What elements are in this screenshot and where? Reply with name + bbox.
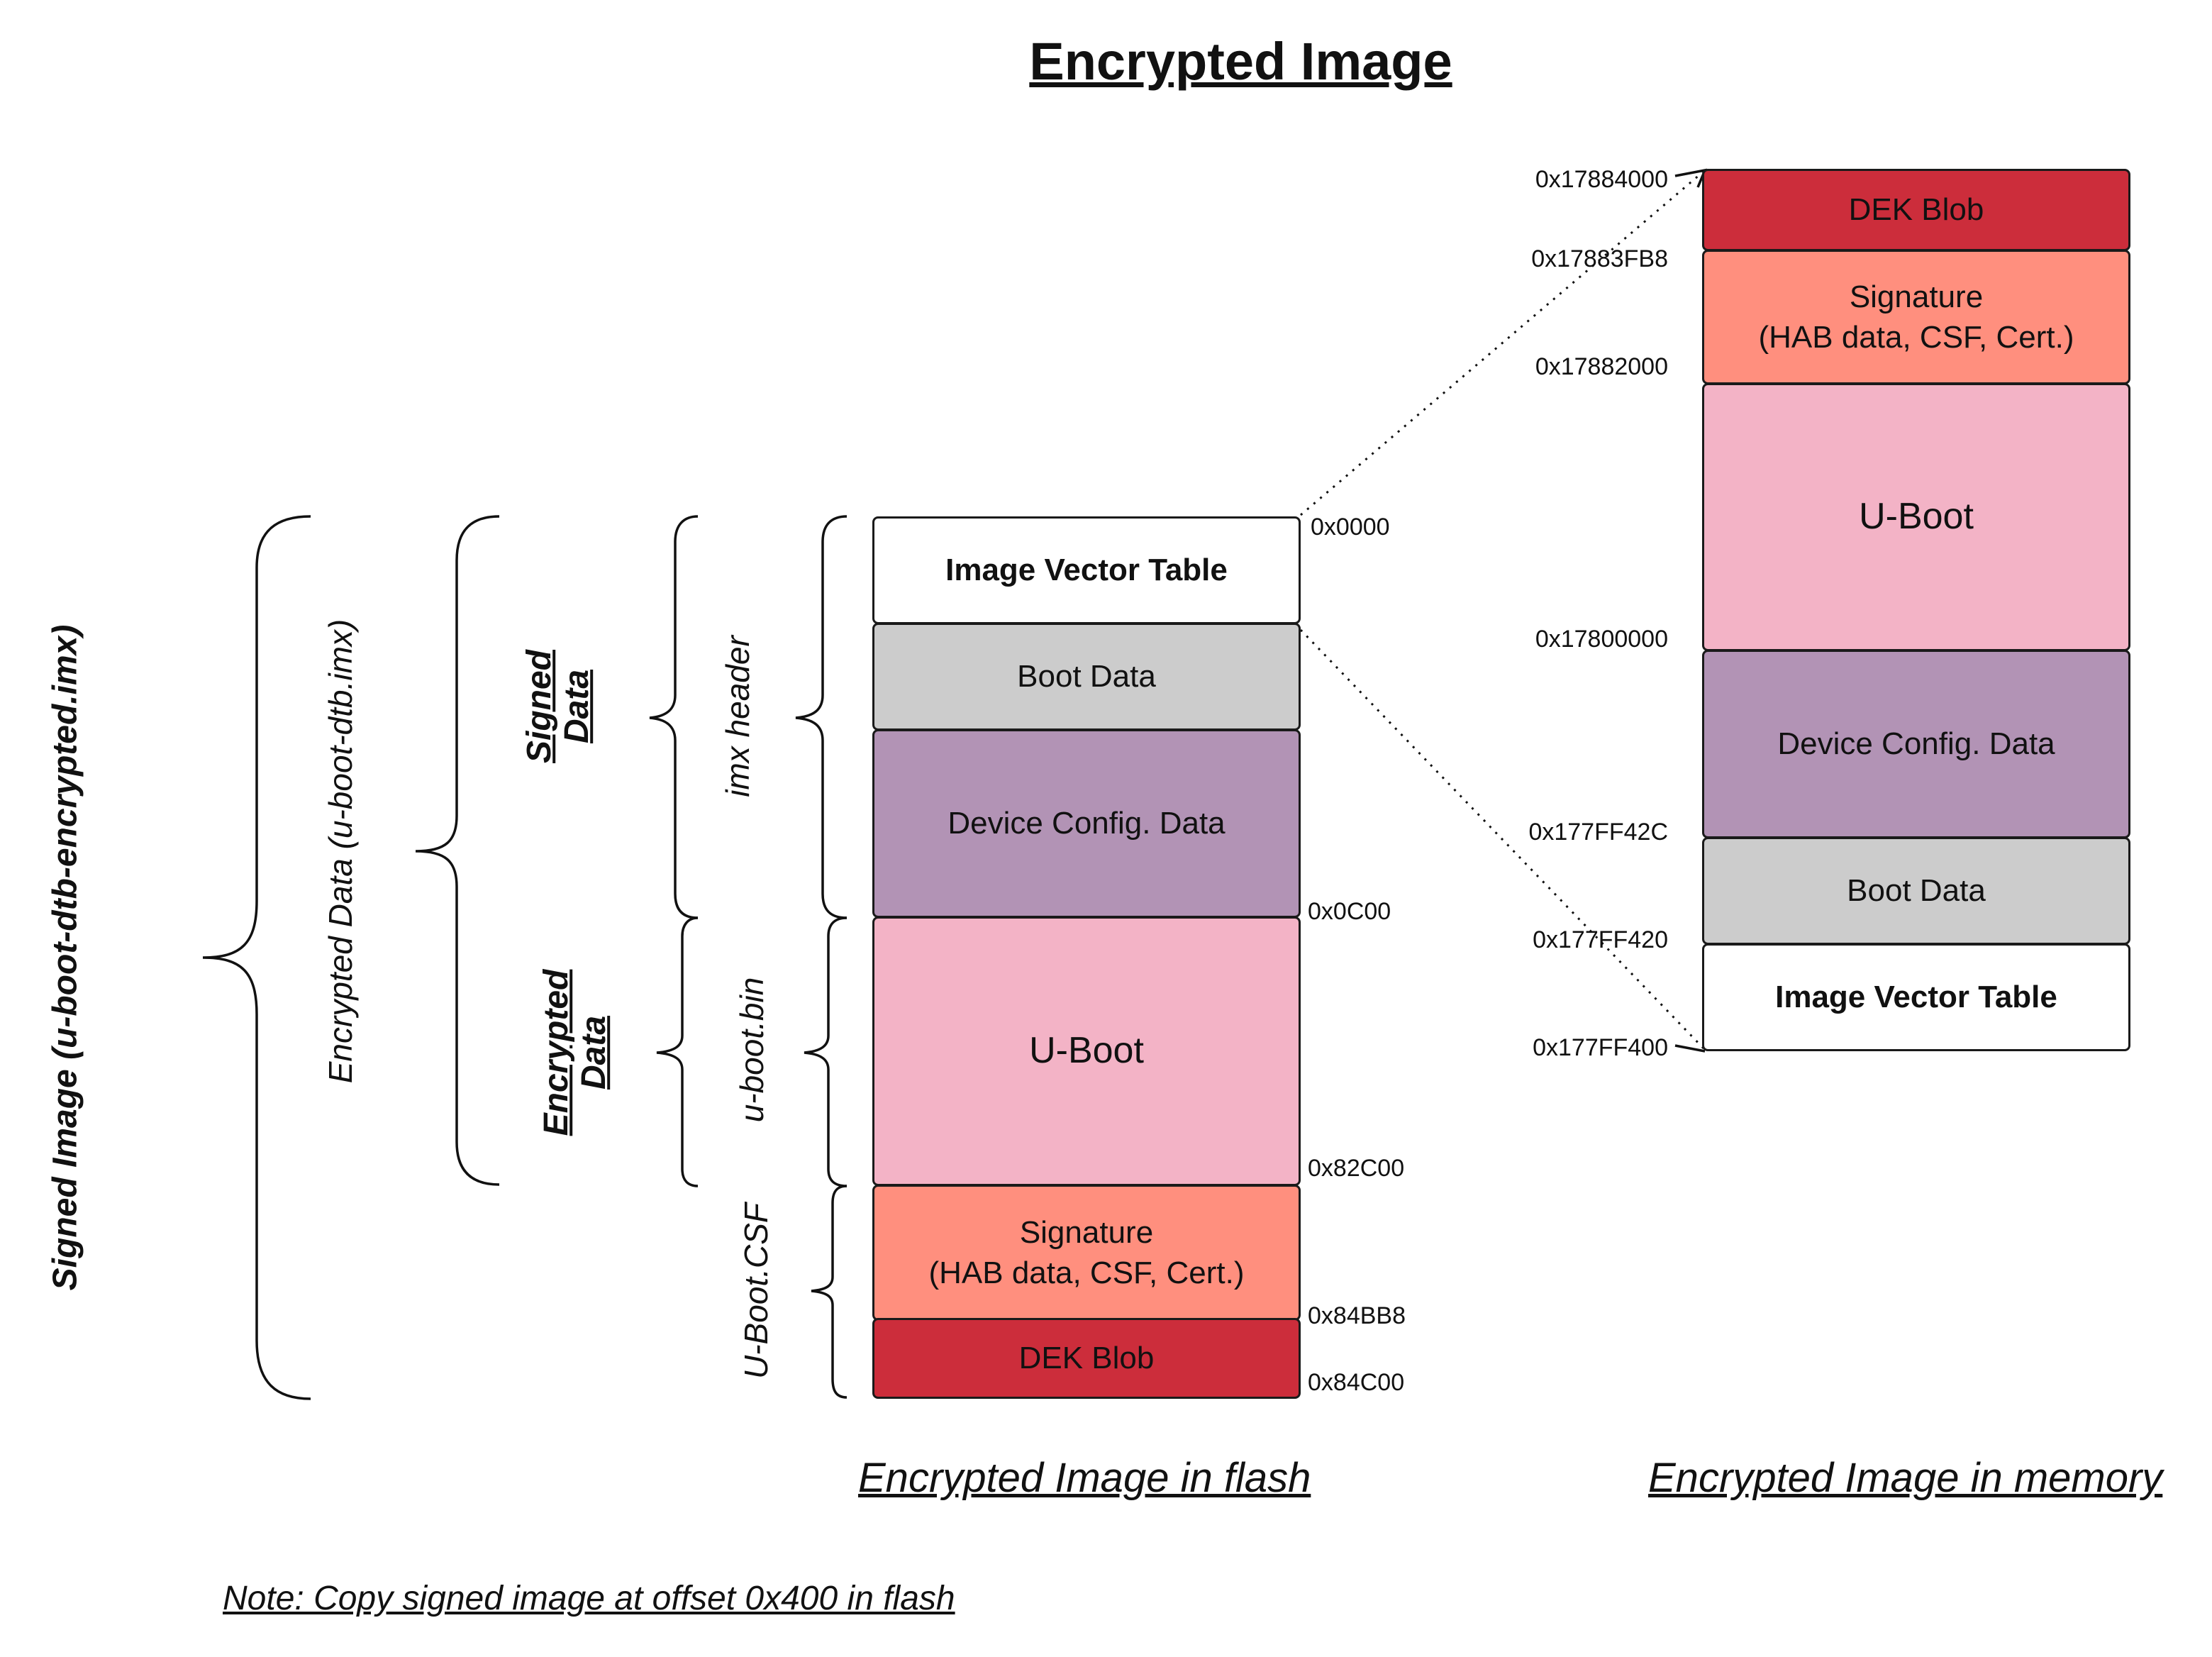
flash-address-0x84c00: 0x84C00 [1308, 1369, 1405, 1396]
flash-signature: Signature (HAB data, CSF, Cert.) [872, 1185, 1301, 1321]
flash-caption: Encrypted Image in flash [858, 1455, 1311, 1501]
u-boot-csf-label: U-Boot.CSF [738, 1203, 774, 1379]
encrypted-data-label: Encrypted Data [538, 969, 613, 1136]
encrypted-data-file-label: Encrypted Data (u-boot-dtb.imx) [322, 619, 359, 1084]
flash-device-config-data: Device Config. Data [872, 729, 1301, 918]
flash-address-0x0c00: 0x0C00 [1308, 898, 1391, 925]
projection-line-bottom [1299, 628, 1706, 1051]
memory-top-tick [1674, 168, 1707, 188]
projection-line-top [1300, 169, 1706, 516]
encrypted-data-brace [656, 916, 699, 1187]
memory-address-0x177ff400: 0x177FF400 [1533, 1034, 1668, 1061]
memory-signature: Signature (HAB data, CSF, Cert.) [1702, 250, 2130, 384]
memory-address-0x177ff42c: 0x177FF42C [1528, 819, 1668, 846]
memory-caption: Encrypted Image in memory [1648, 1455, 2163, 1501]
signed-image-label: Signed Image (u-boot-dtb-encrypted.imx) [46, 624, 84, 1291]
memory-address-0x17882000: 0x17882000 [1535, 353, 1668, 380]
memory-device-config-data: Device Config. Data [1702, 650, 2130, 838]
memory-address-0x17884000: 0x17884000 [1535, 166, 1668, 193]
flash-address-0x0000: 0x0000 [1311, 514, 1390, 541]
signed-data-brace [649, 515, 699, 919]
memory-image-vector-table: Image Vector Table [1702, 943, 2130, 1051]
signed-image-brace [202, 515, 311, 1400]
diagram-title: Encrypted Image [1029, 32, 1452, 91]
flash-dek-blob: DEK Blob [872, 1318, 1301, 1399]
memory-dek-blob: DEK Blob [1702, 169, 2130, 251]
flash-u-boot: U-Boot [872, 916, 1301, 1186]
flash-image-vector-table: Image Vector Table [872, 516, 1301, 624]
memory-bottom-tick [1674, 1044, 1706, 1053]
u-boot-bin-brace [804, 916, 847, 1187]
flash-address-0x82c00: 0x82C00 [1308, 1155, 1405, 1182]
memory-address-0x17883fb8: 0x17883FB8 [1531, 245, 1668, 272]
memory-boot-data: Boot Data [1702, 837, 2130, 945]
u-boot-bin-label: u-boot.bin [733, 977, 770, 1123]
encrypted-data-file-brace [415, 515, 500, 1186]
imx-header-brace [795, 515, 847, 919]
u-boot-csf-brace [811, 1185, 847, 1399]
memory-u-boot: U-Boot [1702, 383, 2130, 651]
flash-address-0x84bb8: 0x84BB8 [1308, 1302, 1406, 1329]
offset-note: Note: Copy signed image at offset 0x400 … [223, 1580, 955, 1617]
flash-boot-data: Boot Data [872, 623, 1301, 731]
imx-header-label: imx header [719, 636, 756, 797]
signed-data-label: Signed Data [521, 649, 596, 764]
memory-address-0x177ff420: 0x177FF420 [1533, 926, 1668, 953]
memory-address-0x17800000: 0x17800000 [1535, 626, 1668, 653]
